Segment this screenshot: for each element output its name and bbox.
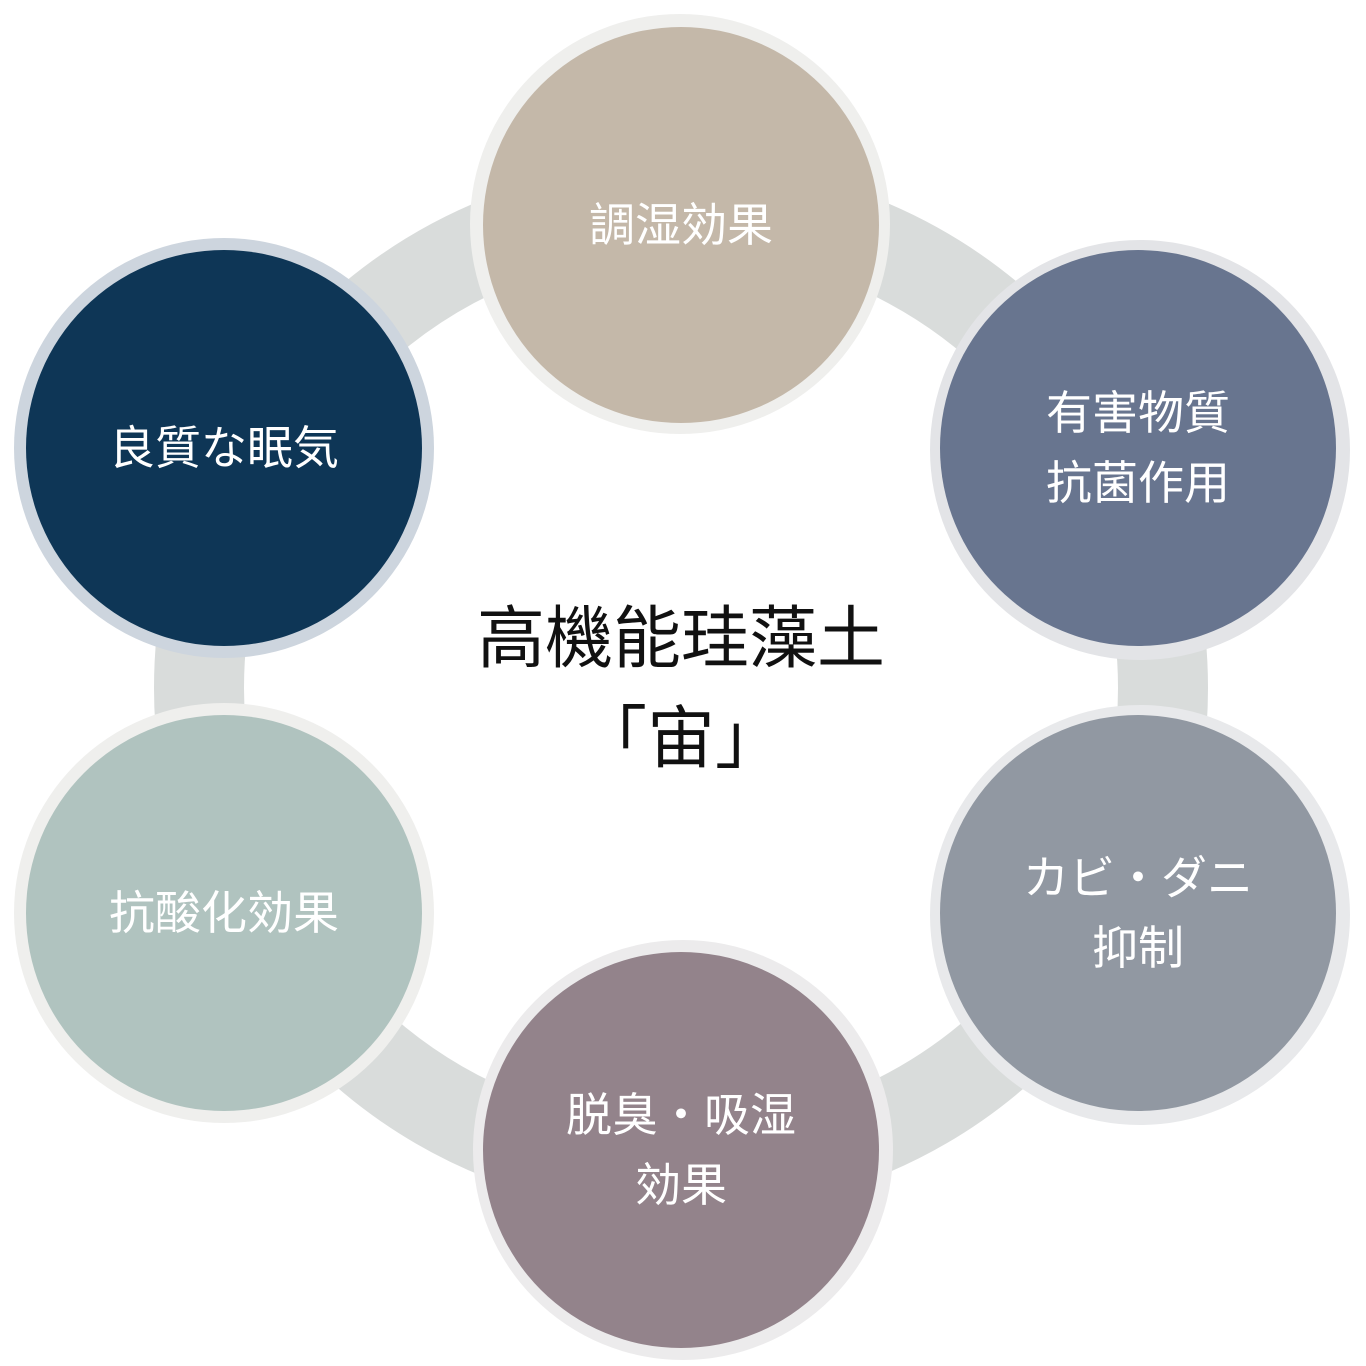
center-title: 高機能珪藻土 「宙」	[381, 590, 981, 790]
node-humidity: 調湿効果	[483, 27, 879, 423]
center-title-line2: 「宙」	[578, 700, 783, 779]
node-antibacterial: 有害物質 抗菌作用	[940, 250, 1336, 646]
node-deodor: 脱臭・吸湿 効果	[483, 952, 879, 1348]
node-mold: カビ・ダニ 抑制	[940, 715, 1336, 1111]
node-sleep: 良質な眠気	[26, 250, 422, 646]
node-label: 効果	[635, 1158, 727, 1212]
node-antioxidant: 抗酸化効果	[26, 715, 422, 1111]
node-label: 良質な眠気	[109, 421, 339, 475]
node-label: 抗酸化効果	[109, 886, 339, 940]
node-label: カビ・ダニ	[1023, 851, 1253, 905]
node-label: 抗菌作用	[1046, 456, 1230, 510]
node-label: 調湿効果	[589, 198, 773, 252]
node-label: 抑制	[1092, 921, 1184, 975]
node-label: 脱臭・吸湿	[566, 1088, 796, 1142]
node-label: 有害物質	[1046, 386, 1230, 440]
center-title-line1: 高機能珪藻土	[476, 600, 885, 679]
